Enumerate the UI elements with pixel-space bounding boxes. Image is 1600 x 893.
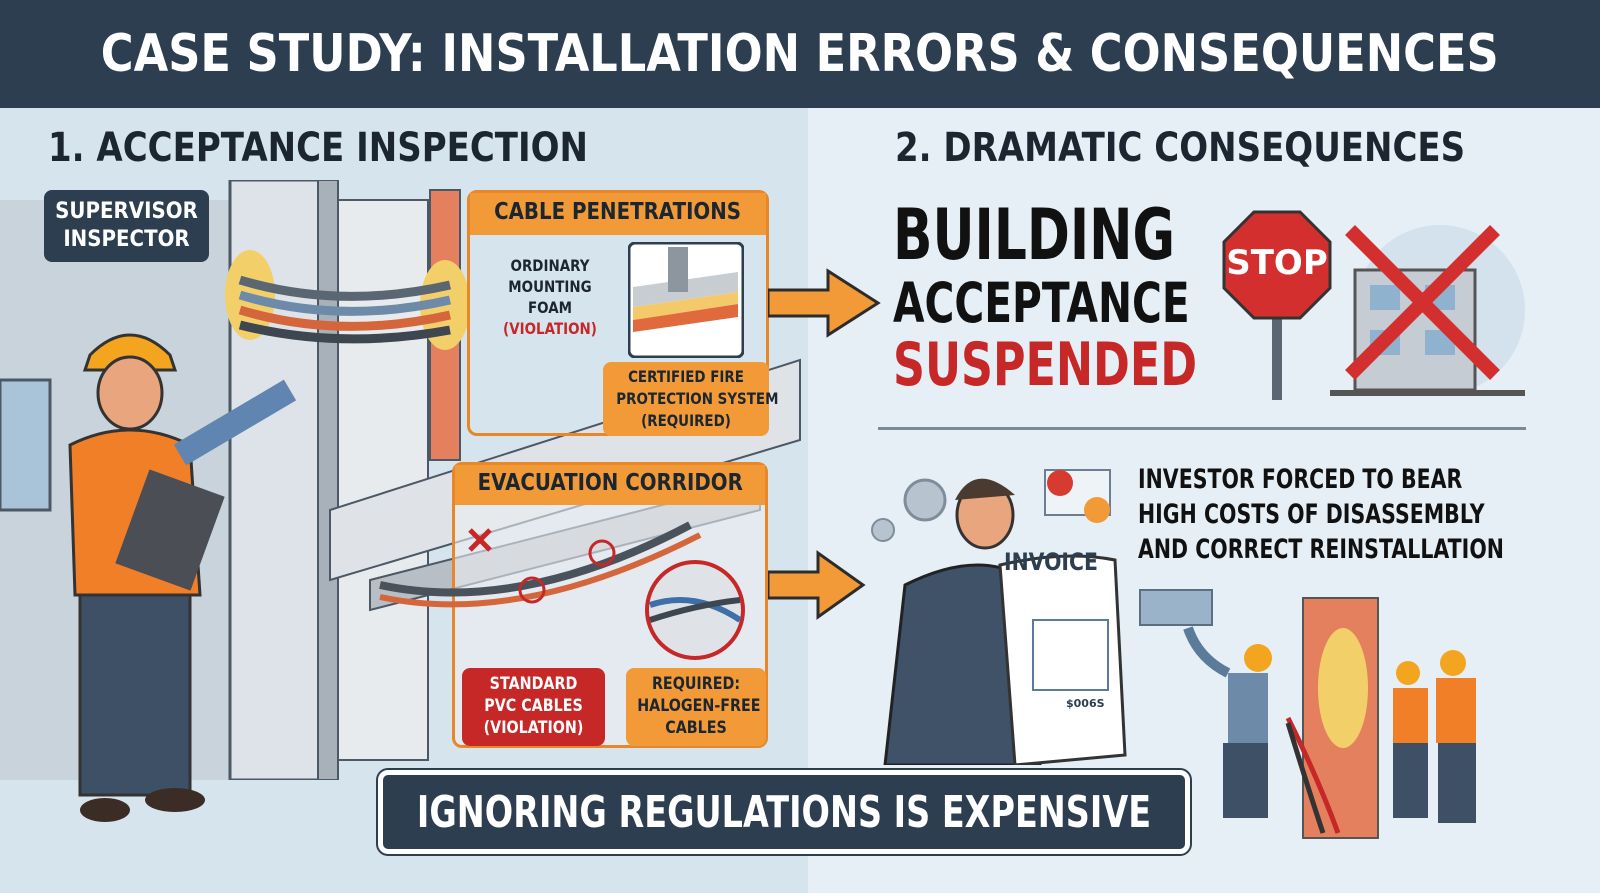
page-title: CASE STUDY: INSTALLATION ERRORS & CONSEQ… [101,24,1499,84]
label-line: PVC CABLES [484,696,583,716]
label-line: PROTECTION SYSTEM [616,389,779,408]
divider [878,427,1526,430]
suspended-building-icon [1330,225,1525,396]
section-title-consequences: 2. DRAMATIC CONSEQUENCES [895,125,1466,171]
headline-line: BUILDING [893,194,1175,276]
investor-text: INVESTOR FORCED TO BEAR HIGH COSTS OF DI… [1138,462,1504,567]
label-line: (VIOLATION) [483,718,584,738]
label-line: STANDARD [489,674,578,694]
label-line: MOUNTING [508,277,592,296]
page-header: CASE STUDY: INSTALLATION ERRORS & CONSEQ… [0,0,1600,108]
cable-penetrations-title: CABLE PENETRATIONS [494,199,742,225]
investor-figure [871,469,1127,765]
cables-with-foam [225,250,470,350]
cable-penetrations-header: CABLE PENETRATIONS [470,193,766,235]
label-line: CERTIFIED FIRE [628,367,744,386]
pvc-violation-label: STANDARD PVC CABLES (VIOLATION) [462,668,605,746]
workers-reinstallation-illustration [1139,589,1476,839]
invoice-amount: $006S [1066,697,1105,710]
invoice-title: INVOICE [1004,548,1098,576]
label-line: ORDINARY [510,256,590,275]
warning-banner: IGNORING REGULATIONS IS EXPENSIVE [378,770,1190,854]
label-line: HALOGEN-FREE [637,696,761,716]
investor-text-line: AND CORRECT REINSTALLATION [1138,534,1504,565]
label-line: FOAM [527,298,573,317]
headline-line: SUSPENDED [893,330,1198,400]
corridor-cables [379,521,745,660]
inspector-badge: SUPERVISOR INSPECTOR [44,190,209,262]
investor-text-line: HIGH COSTS OF DISASSEMBLY [1138,499,1485,530]
fire-protection-detail [628,242,744,358]
stop-sign-text: STOP [1226,243,1328,283]
inspector-figure [68,333,297,822]
warning-banner-text: IGNORING REGULATIONS IS EXPENSIVE [416,786,1152,838]
arrow-right-icon [768,550,866,620]
acceptance-suspended-headline: BUILDING ACCEPTANCE SUSPENDED [893,200,1197,395]
required-fire-system-label: CERTIFIED FIRE PROTECTION SYSTEM (REQUIR… [603,362,779,436]
evacuation-corridor-title: EVACUATION CORRIDOR [477,470,743,496]
investor-text-line: INVESTOR FORCED TO BEAR [1138,464,1463,495]
section-title-inspection: 1. ACCEPTANCE INSPECTION [48,125,589,171]
halogen-free-label: REQUIRED: HALOGEN-FREE CABLES [626,668,766,746]
stop-sign-icon [1222,210,1332,400]
headline-line: ACCEPTANCE [893,271,1190,335]
arrow-right-icon [768,268,881,338]
label-line: CABLES [665,718,727,738]
label-line: REQUIRED: [651,674,741,694]
foam-violation-label: ORDINARY MOUNTING FOAM (VIOLATION) [490,255,610,339]
evacuation-corridor-header: EVACUATION CORRIDOR [455,465,765,505]
inspector-badge-line: INSPECTOR [63,227,190,252]
label-line: (REQUIRED) [641,411,731,430]
violation-tag: (VIOLATION) [503,319,597,338]
inspector-badge-line: SUPERVISOR [55,199,198,224]
